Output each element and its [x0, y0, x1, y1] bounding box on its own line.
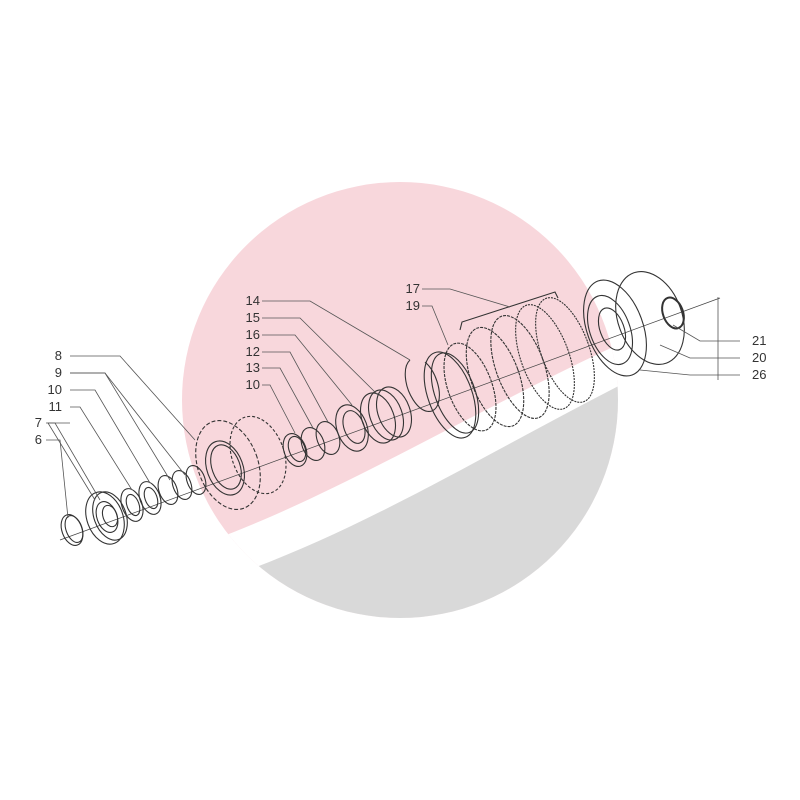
- callout-11: 11: [48, 399, 63, 414]
- callout-17: 17: [405, 281, 420, 296]
- part-26-piston-housing: [583, 279, 647, 377]
- part-6-snap-ring: [60, 514, 84, 546]
- part-15-spring: [359, 386, 413, 444]
- part-7-bearing: [85, 491, 128, 545]
- shaft-axis-line: [59, 297, 721, 541]
- callout-20: 20: [752, 350, 767, 365]
- callout-15: 15: [245, 310, 260, 325]
- callout-13: 13: [245, 360, 260, 375]
- part-19-ring: [423, 342, 497, 439]
- callout-19: 19: [405, 298, 420, 313]
- part-20-o-ring: [615, 271, 685, 365]
- leader-lines: [46, 288, 740, 519]
- part-8-gear: [195, 415, 287, 510]
- part-13-ring: [300, 427, 326, 461]
- callout-10: 10: [47, 382, 62, 397]
- callout-9: 9: [54, 365, 62, 380]
- part-21-o-ring: [661, 296, 685, 330]
- callout-10-second: 10: [245, 377, 260, 392]
- callout-12: 12: [245, 344, 260, 359]
- callout-16: 16: [245, 327, 260, 342]
- callout-21: 21: [752, 333, 767, 348]
- callout-7: 7: [34, 415, 42, 430]
- part-11-washer: [120, 488, 144, 522]
- part-9-needle-bearing: [157, 465, 207, 505]
- part-10-washer: [138, 481, 162, 515]
- callout-6: 6: [34, 432, 42, 447]
- callout-8: 8: [54, 348, 62, 363]
- background-circle: [182, 182, 618, 618]
- part-14-snap-ring: [404, 359, 440, 412]
- part-10-ring: [282, 433, 308, 467]
- callout-14: 14: [245, 293, 260, 308]
- callout-26: 26: [752, 367, 767, 382]
